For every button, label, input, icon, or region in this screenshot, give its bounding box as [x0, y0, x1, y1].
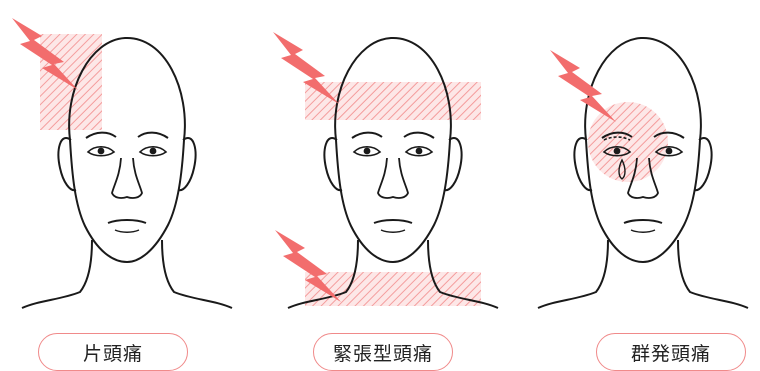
pain-area-hatch — [305, 82, 481, 120]
label-tension-headache-text: 緊張型頭痛 — [332, 342, 433, 365]
label-tension-headache: 緊張型頭痛 — [313, 333, 453, 371]
label-cluster-headache-text: 群発頭痛 — [630, 342, 711, 365]
panel-tension-headache: 緊張型頭痛 — [253, 0, 506, 371]
tear-drop-icon — [618, 158, 626, 180]
label-migraine-text: 片頭痛 — [82, 342, 143, 365]
tension-headache-illustration — [273, 32, 499, 310]
cluster-headache-illustration — [537, 36, 749, 310]
label-migraine: 片頭痛 — [38, 333, 188, 371]
migraine-illustration — [12, 18, 233, 310]
face-outline — [287, 36, 499, 310]
pain-area-hatch — [588, 102, 668, 182]
label-cluster-headache: 群発頭痛 — [596, 333, 746, 371]
panel-cluster-headache: 群発頭痛 — [506, 0, 759, 371]
pain-area-hatch — [305, 272, 481, 306]
panel-migraine: 片頭痛 — [0, 0, 253, 371]
pain-area-hatch — [40, 34, 102, 130]
